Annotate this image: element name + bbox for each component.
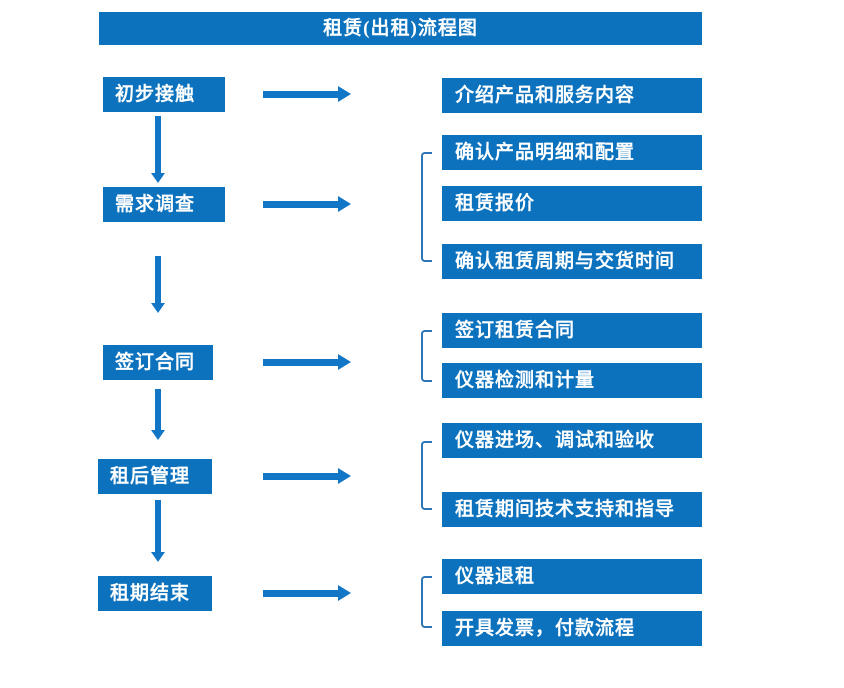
down-arrow-head bbox=[151, 552, 165, 562]
right-arrow-2-icon bbox=[263, 196, 351, 212]
group-bracket-post-rental-management bbox=[421, 441, 432, 510]
output-box-instrument-return: 仪器退租 bbox=[442, 559, 702, 594]
right-arrow-head bbox=[338, 585, 351, 601]
right-arrow-3-icon bbox=[263, 354, 351, 370]
step-box-contract-signing: 签订合同 bbox=[103, 345, 213, 380]
down-arrow-2-icon bbox=[151, 256, 165, 313]
right-arrow-shaft bbox=[263, 200, 338, 208]
down-arrow-head bbox=[151, 303, 165, 313]
right-arrow-5-icon bbox=[263, 585, 351, 601]
down-arrow-shaft bbox=[155, 116, 161, 173]
output-box-technical-support: 租赁期间技术支持和指导 bbox=[442, 492, 702, 527]
flowchart-title: 租赁(出租)流程图 bbox=[99, 12, 702, 45]
output-box-confirm-details: 确认产品明细和配置 bbox=[442, 135, 702, 170]
down-arrow-head bbox=[151, 173, 165, 183]
output-box-confirm-period-delivery: 确认租赁周期与交货时间 bbox=[442, 244, 702, 279]
output-box-sign-rental-contract: 签订租赁合同 bbox=[442, 313, 702, 348]
right-arrow-shaft bbox=[263, 90, 338, 98]
right-arrow-shaft bbox=[263, 358, 338, 366]
output-box-invoice-payment: 开具发票，付款流程 bbox=[442, 611, 702, 646]
right-arrow-1-icon bbox=[263, 86, 351, 102]
output-box-instrument-setup-acceptance: 仪器进场、调试和验收 bbox=[442, 423, 702, 458]
output-box-instrument-testing: 仪器检测和计量 bbox=[442, 363, 702, 398]
right-arrow-shaft bbox=[263, 472, 338, 480]
down-arrow-4-icon bbox=[151, 500, 165, 562]
down-arrow-1-icon bbox=[151, 116, 165, 183]
down-arrow-shaft bbox=[155, 500, 161, 552]
right-arrow-head bbox=[338, 196, 351, 212]
output-box-rental-quote: 租赁报价 bbox=[442, 186, 702, 221]
group-bracket-rental-end bbox=[421, 576, 432, 628]
down-arrow-shaft bbox=[155, 389, 161, 430]
group-bracket-contract-signing bbox=[421, 330, 432, 382]
step-box-post-rental-management: 租后管理 bbox=[98, 459, 212, 494]
down-arrow-head bbox=[151, 430, 165, 440]
down-arrow-shaft bbox=[155, 256, 161, 303]
group-bracket-demand-survey bbox=[421, 152, 432, 262]
step-box-initial-contact: 初步接触 bbox=[103, 77, 225, 112]
right-arrow-4-icon bbox=[263, 468, 351, 484]
right-arrow-head bbox=[338, 86, 351, 102]
step-box-demand-survey: 需求调查 bbox=[103, 187, 225, 222]
output-box-introduce-products: 介绍产品和服务内容 bbox=[442, 78, 702, 113]
step-box-rental-end: 租期结束 bbox=[98, 576, 212, 611]
right-arrow-head bbox=[338, 468, 351, 484]
right-arrow-shaft bbox=[263, 589, 338, 597]
down-arrow-3-icon bbox=[151, 389, 165, 440]
right-arrow-head bbox=[338, 354, 351, 370]
